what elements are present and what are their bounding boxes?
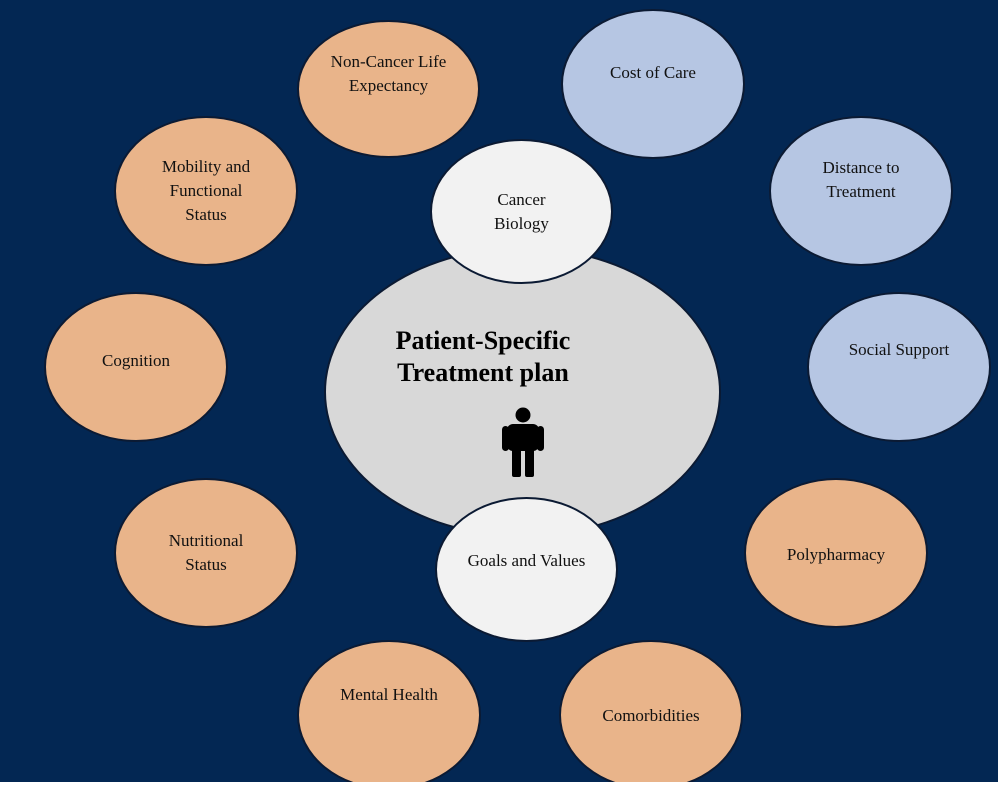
node-label: Polypharmacy bbox=[786, 545, 886, 564]
node-label: Non-Cancer Life Expectancy bbox=[330, 52, 447, 95]
center-circle bbox=[324, 247, 721, 537]
node-mental-health: Mental Health bbox=[297, 640, 481, 782]
node-label: Cost of Care bbox=[610, 63, 696, 82]
node-label: Cancer Biology bbox=[494, 189, 549, 233]
node-cost-of-care: Cost of Care bbox=[561, 9, 745, 159]
node-label: Mental Health bbox=[340, 685, 438, 704]
node-label: Nutritional Status bbox=[168, 531, 244, 574]
node-label: Mobility and Functional Status bbox=[161, 157, 251, 224]
node-cognition: Cognition bbox=[44, 292, 228, 442]
node-label: Goals and Values bbox=[467, 551, 586, 570]
person-icon bbox=[502, 407, 544, 477]
node-label: Comorbidities bbox=[602, 706, 700, 725]
node-label: Social Support bbox=[848, 340, 950, 359]
node-goals-and-values: Goals and Values bbox=[435, 497, 618, 642]
node-polypharmacy: Polypharmacy bbox=[744, 478, 928, 628]
node-social-support: Social Support bbox=[807, 292, 991, 442]
node-cancer-biology: Cancer Biology bbox=[430, 139, 613, 284]
node-mobility-functional-status: Mobility and Functional Status bbox=[114, 116, 298, 266]
center-title: Patient-Specific Treatment plan bbox=[395, 326, 571, 387]
node-nutritional-status: Nutritional Status bbox=[114, 478, 298, 628]
node-comorbidities: Comorbidities bbox=[559, 640, 743, 782]
node-distance-to-treatment: Distance to Treatment bbox=[769, 116, 953, 266]
node-label: Distance to Treatment bbox=[822, 158, 900, 201]
node-non-cancer-life-expectancy: Non-Cancer Life Expectancy bbox=[297, 20, 480, 158]
node-label: Cognition bbox=[101, 351, 170, 370]
